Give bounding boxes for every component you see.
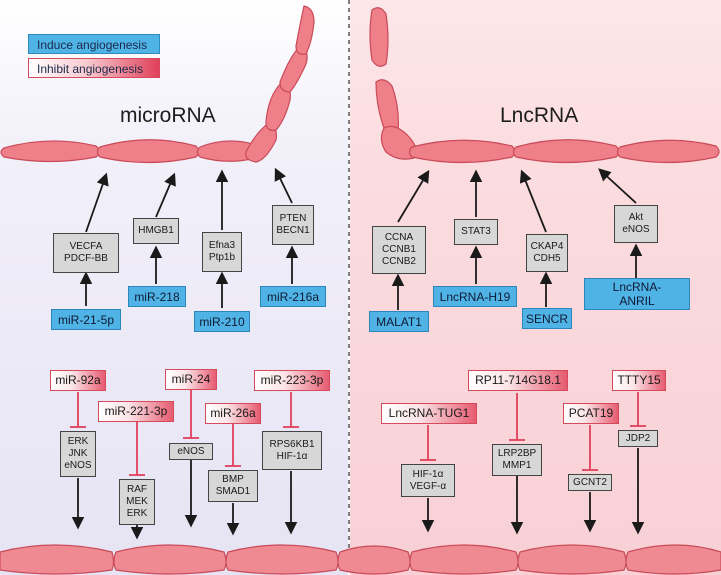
inhibitor-RP11-714G18.1: RP11-714G18.1 [468, 370, 568, 391]
target-box-TTTY15: JDP2 [618, 430, 658, 447]
target-label: CDH5 [533, 253, 561, 264]
target-label: LRP2BP [497, 448, 537, 459]
target-label: PTEN [279, 213, 307, 224]
target-label: eNOS [177, 445, 205, 457]
inducer-miR-210: miR-210 [194, 311, 250, 332]
target-box-miR-24: eNOS [169, 443, 213, 460]
inducer-miR-218: miR-218 [128, 286, 186, 307]
target-label: HMGB1 [138, 225, 174, 236]
target-box-miR-223-3p: RPS6KB1 HIF-1α [262, 431, 322, 470]
target-label: ERK [126, 508, 148, 519]
inhibitor-miR-26a: miR-26a [205, 403, 261, 424]
downstream-arrows [71, 448, 645, 540]
target-label: STAT3 [461, 226, 491, 237]
inducer-label-line: LncRNA- [612, 280, 662, 294]
vessel-wall-upper-right [369, 7, 720, 164]
target-label: BECN1 [276, 225, 310, 236]
target-label: JNK [68, 448, 88, 459]
inhibitor-miR-223-3p: miR-223-3p [254, 370, 330, 391]
target-box-miR-221-3p: RAF MEK ERK [119, 479, 155, 525]
target-box-SENCR: CKAP4 CDH5 [526, 234, 568, 272]
target-box-miR-21-5p: VECFA PDCF-BB [53, 233, 119, 273]
target-box-LncRNA-H19: STAT3 [454, 219, 498, 245]
target-label: PDCF-BB [64, 253, 108, 264]
target-label: Akt [628, 212, 644, 223]
target-label: ERK [67, 436, 89, 447]
target-box-miR-210: Efna3 Ptp1b [202, 232, 242, 272]
target-box-miR-92a: ERK JNK eNOS [60, 431, 96, 477]
inducer-LncRNA-H19: LncRNA-H19 [433, 286, 517, 307]
target-label: HIF-1α [276, 450, 308, 462]
legend-inhibit: Inhibit angiogenesis [28, 58, 160, 78]
target-label: GCNT2 [573, 476, 607, 488]
inducer-miR-21-5p: miR-21-5p [51, 309, 121, 330]
target-box-PCAT19: GCNT2 [568, 474, 612, 491]
inhibitor-LncRNA-TUG1: LncRNA-TUG1 [381, 403, 477, 424]
target-label: CCNB2 [382, 256, 416, 267]
target-label: CCNA [384, 232, 414, 243]
inhibitor-miR-24: miR-24 [165, 369, 217, 390]
legend-induce: Induce angiogenesis [28, 34, 160, 54]
target-box-RP11-714G18.1: LRP2BP MMP1 [492, 444, 542, 476]
inhibitor-TTTY15: TTTY15 [612, 370, 666, 391]
vessel-wall-upper-left [0, 5, 315, 164]
inducer-LncRNA-ANRIL: LncRNA- ANRIL [584, 278, 690, 310]
inhibitor-PCAT19: PCAT19 [563, 403, 619, 424]
inhibitor-miR-221-3p: miR-221-3p [98, 401, 174, 422]
target-box-MALAT1: CCNA CCNB1 CCNB2 [372, 226, 426, 274]
target-box-miR-216a: PTEN BECN1 [272, 205, 314, 245]
target-label: MMP1 [502, 460, 532, 471]
target-label: HIF-1α [412, 468, 444, 480]
microrna-heading: microRNA [120, 104, 216, 127]
lncrna-heading: LncRNA [500, 104, 579, 127]
inhibit-lines-left [70, 388, 299, 476]
target-label: RPS6KB1 [269, 438, 315, 450]
target-label: SMAD1 [215, 486, 251, 497]
target-label: JDP2 [625, 432, 651, 444]
target-label: VEGF-α [409, 480, 447, 492]
inducer-label-line: ANRIL [619, 294, 655, 308]
inhibitor-miR-92a: miR-92a [50, 370, 106, 391]
target-label: Ptp1b [208, 252, 236, 263]
induce-arrows-right [391, 168, 643, 310]
target-label: CKAP4 [530, 241, 564, 252]
target-label: MEK [126, 496, 148, 507]
target-label: eNOS [64, 460, 92, 471]
target-box-LncRNA-ANRIL: Akt eNOS [614, 205, 658, 243]
target-label: BMP [222, 474, 244, 485]
induce-arrows-left [79, 167, 299, 308]
target-box-LncRNA-TUG1: HIF-1α VEGF-α [401, 464, 455, 497]
inducer-MALAT1: MALAT1 [369, 311, 429, 332]
target-label: CCNB1 [382, 244, 416, 255]
vessel-wall-bottom [0, 544, 721, 575]
target-label: RAF [127, 484, 147, 495]
inducer-miR-216a: miR-216a [260, 286, 326, 307]
target-label: eNOS [622, 224, 650, 235]
target-label: Efna3 [208, 240, 236, 251]
inducer-SENCR: SENCR [522, 308, 572, 329]
inhibit-lines-right [420, 392, 646, 471]
target-label: VECFA [69, 241, 103, 252]
target-box-miR-26a: BMP SMAD1 [208, 470, 258, 502]
target-box-miR-218: HMGB1 [133, 218, 179, 244]
